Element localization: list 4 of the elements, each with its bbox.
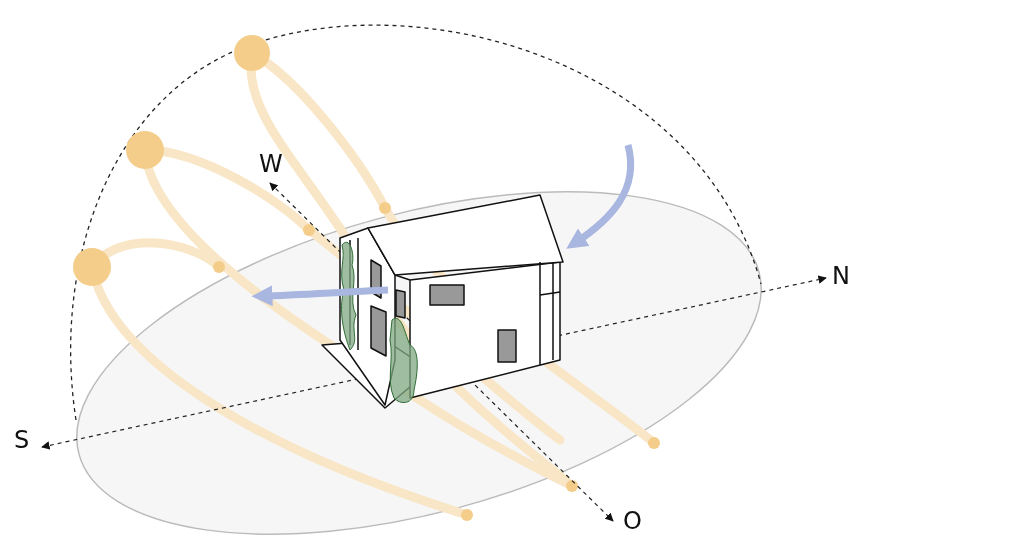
compass-direction-label: S [14, 428, 30, 452]
compass-direction-label: O [623, 509, 642, 533]
compass-direction-label: N [832, 264, 850, 288]
compass-direction-label: W [259, 152, 283, 176]
